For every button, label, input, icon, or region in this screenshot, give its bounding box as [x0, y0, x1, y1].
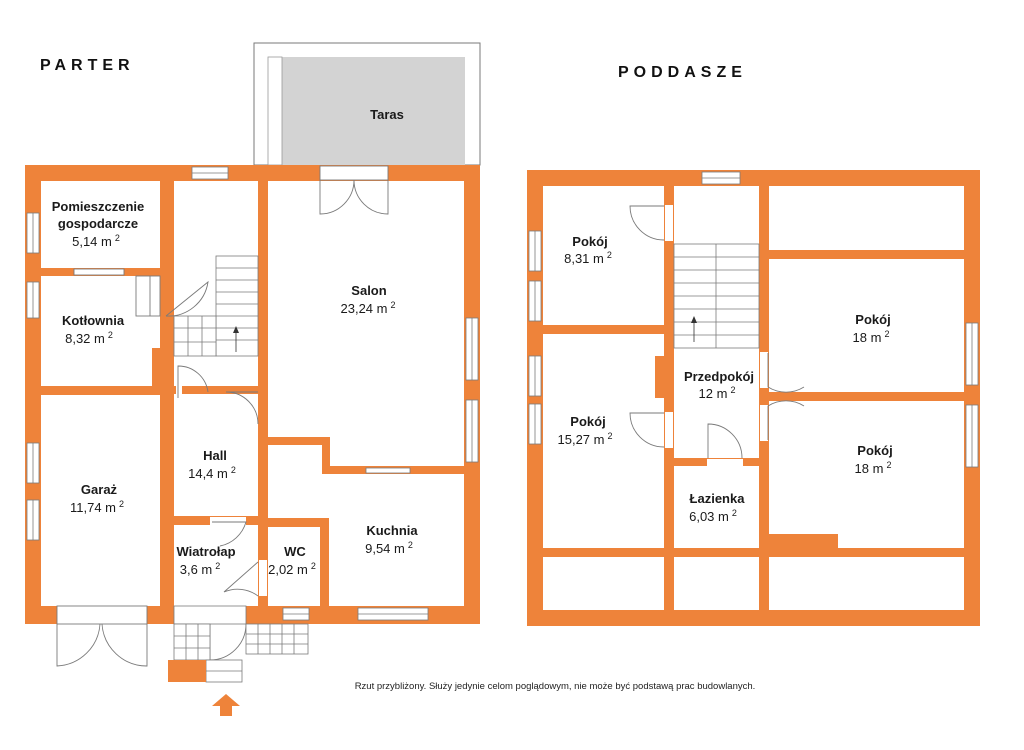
svg-text:3,6 m2: 3,6 m2: [180, 561, 221, 577]
attic-stairs-icon: [673, 243, 760, 349]
svg-text:2,02 m2: 2,02 m2: [268, 561, 316, 577]
svg-text:Hall: Hall: [203, 448, 227, 463]
svg-text:gospodarcze: gospodarcze: [58, 216, 138, 231]
garage-door: [56, 605, 148, 667]
svg-text:Pokój: Pokój: [572, 234, 607, 249]
svg-text:Pokój: Pokój: [855, 312, 890, 327]
svg-text:Wiatrołap: Wiatrołap: [176, 544, 235, 559]
svg-text:Salon: Salon: [351, 283, 386, 298]
svg-text:Pomieszczenie: Pomieszczenie: [52, 199, 145, 214]
svg-text:Pokój: Pokój: [857, 443, 892, 458]
ground-windows: [26, 166, 479, 621]
disclaimer-note: Rzut przybliżony. Służy jedynie celom po…: [355, 681, 756, 692]
svg-text:Pokój: Pokój: [570, 414, 605, 429]
terrace-label: Taras: [370, 107, 404, 122]
entrance-arrow-icon: [212, 694, 240, 716]
svg-text:5,14 m2: 5,14 m2: [72, 233, 120, 249]
svg-text:Kotłownia: Kotłownia: [62, 313, 125, 328]
ground-interior-walls: [41, 181, 464, 606]
svg-text:Przedpokój: Przedpokój: [684, 369, 754, 384]
svg-text:9,54 m2: 9,54 m2: [365, 540, 413, 556]
svg-text:15,27 m2: 15,27 m2: [558, 431, 613, 447]
entrance: [168, 605, 309, 716]
ground-floor-title: PARTER: [40, 57, 135, 74]
terrace-door: [319, 165, 389, 215]
svg-text:12 m2: 12 m2: [699, 385, 736, 401]
entrance-steps: [173, 623, 309, 683]
svg-text:18 m2: 18 m2: [855, 460, 892, 476]
svg-text:6,03 m2: 6,03 m2: [689, 508, 737, 524]
svg-text:11,74 m2: 11,74 m2: [70, 499, 124, 515]
svg-text:Garaż: Garaż: [81, 482, 118, 497]
attic-windows: [528, 171, 979, 468]
attic-floor-title: PODDASZE: [618, 64, 747, 81]
svg-text:14,4 m2: 14,4 m2: [188, 465, 236, 481]
svg-text:8,32 m2: 8,32 m2: [65, 330, 113, 346]
ground-stairs-icon: [173, 255, 259, 357]
ground-interior-doors: [73, 268, 267, 597]
svg-text:8,31 m2: 8,31 m2: [564, 250, 612, 266]
svg-text:WC: WC: [284, 544, 306, 559]
terrace: [253, 42, 481, 166]
svg-text:Kuchnia: Kuchnia: [366, 523, 418, 538]
svg-text:23,24 m2: 23,24 m2: [341, 300, 396, 316]
svg-text:Łazienka: Łazienka: [690, 491, 746, 506]
attic-interior-doors: [629, 205, 805, 466]
terrace-surface: [282, 57, 465, 165]
svg-text:18 m2: 18 m2: [853, 329, 890, 345]
ground-floor-plan: PARTER Taras Pomieszczenie gospodarcze 5…: [25, 42, 481, 716]
